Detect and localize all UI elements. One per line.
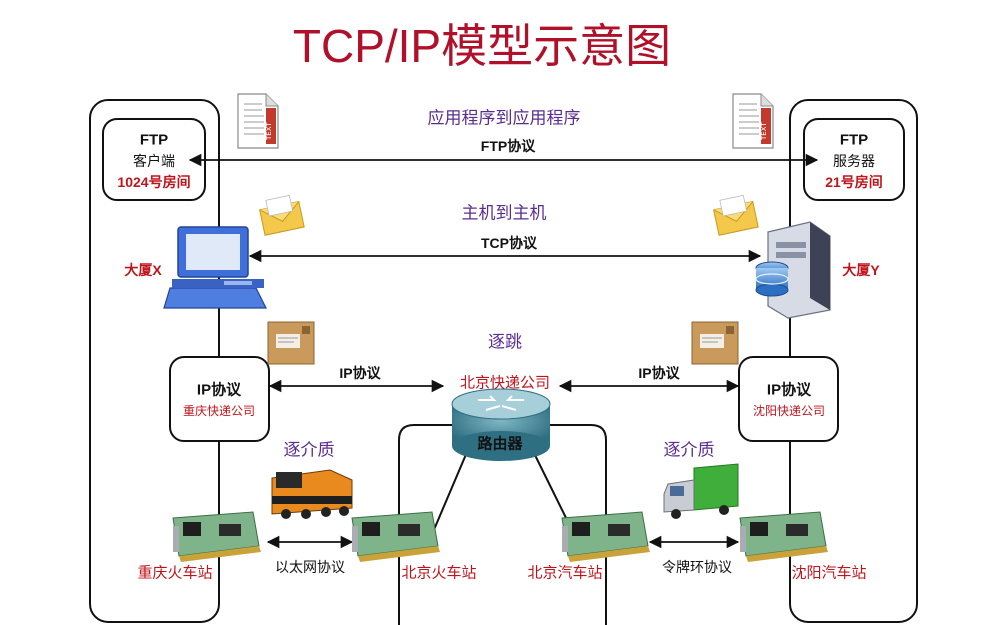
ftp-client-line2: 客户端 (133, 153, 175, 169)
station-left-label: 重庆火车站 (137, 564, 213, 582)
network-card-icon (351, 511, 440, 562)
beijing-company-label: 北京快递公司 (459, 374, 551, 392)
ftp-client-room: 1024号房间 (117, 174, 191, 190)
station-right-label: 沈阳汽车站 (791, 564, 867, 582)
layer-hop-heading: 逐跳 (488, 332, 522, 352)
server-icon (755, 221, 831, 319)
ftp-server-room: 21号房间 (825, 174, 883, 190)
svg-text:TEXT: TEXT (760, 122, 768, 141)
ip-left-line1: IP协议 (196, 381, 242, 399)
package-icon (691, 321, 739, 365)
ip-left-protocol-label: IP协议 (339, 365, 381, 381)
truck-icon (663, 463, 739, 519)
token-ring-protocol-label: 令牌环协议 (662, 559, 732, 575)
ftp-protocol-label: FTP协议 (480, 138, 536, 154)
station-center-right-label: 北京汽车站 (527, 564, 603, 582)
desktop-computer-icon (163, 226, 267, 309)
layer-host-heading: 主机到主机 (461, 203, 547, 223)
envelope-icon (713, 194, 759, 236)
router-link-left (432, 444, 471, 533)
ip-left-box (169, 356, 270, 442)
building-x-label: 大厦X (124, 262, 162, 278)
document-text-icon: TEXT (732, 93, 774, 149)
ip-right-company: 沈阳快递公司 (752, 404, 826, 418)
tcp-protocol-label: TCP协议 (481, 235, 537, 251)
svg-text:TEXT: TEXT (265, 122, 273, 141)
ftp-server-line2: 服务器 (833, 153, 875, 169)
ip-left-company: 重庆快递公司 (182, 404, 256, 418)
envelope-icon (259, 194, 305, 236)
layer-medium-right-heading: 逐介质 (663, 440, 715, 460)
network-card-icon (172, 511, 261, 562)
router-icon (451, 388, 551, 461)
layer-medium-left-heading: 逐介质 (283, 440, 335, 460)
page-title: TCP/IP模型示意图 (292, 20, 672, 72)
ip-right-line1: IP协议 (766, 381, 812, 399)
layer-app-heading: 应用程序到应用程序 (427, 108, 581, 128)
building-y-label: 大厦Y (842, 262, 880, 278)
network-card-icon (739, 511, 828, 562)
station-center-left-label: 北京火车站 (401, 564, 477, 582)
train-icon (271, 469, 353, 519)
ftp-client-line1: FTP (139, 131, 169, 149)
router-label: 路由器 (477, 435, 523, 453)
package-icon (267, 321, 315, 365)
ip-right-box (738, 356, 839, 442)
network-card-icon (561, 511, 650, 562)
ftp-server-line1: FTP (839, 131, 869, 149)
ip-right-protocol-label: IP协议 (638, 365, 680, 381)
ethernet-protocol-label: 以太网协议 (275, 559, 345, 575)
document-text-icon: TEXT (237, 93, 279, 149)
